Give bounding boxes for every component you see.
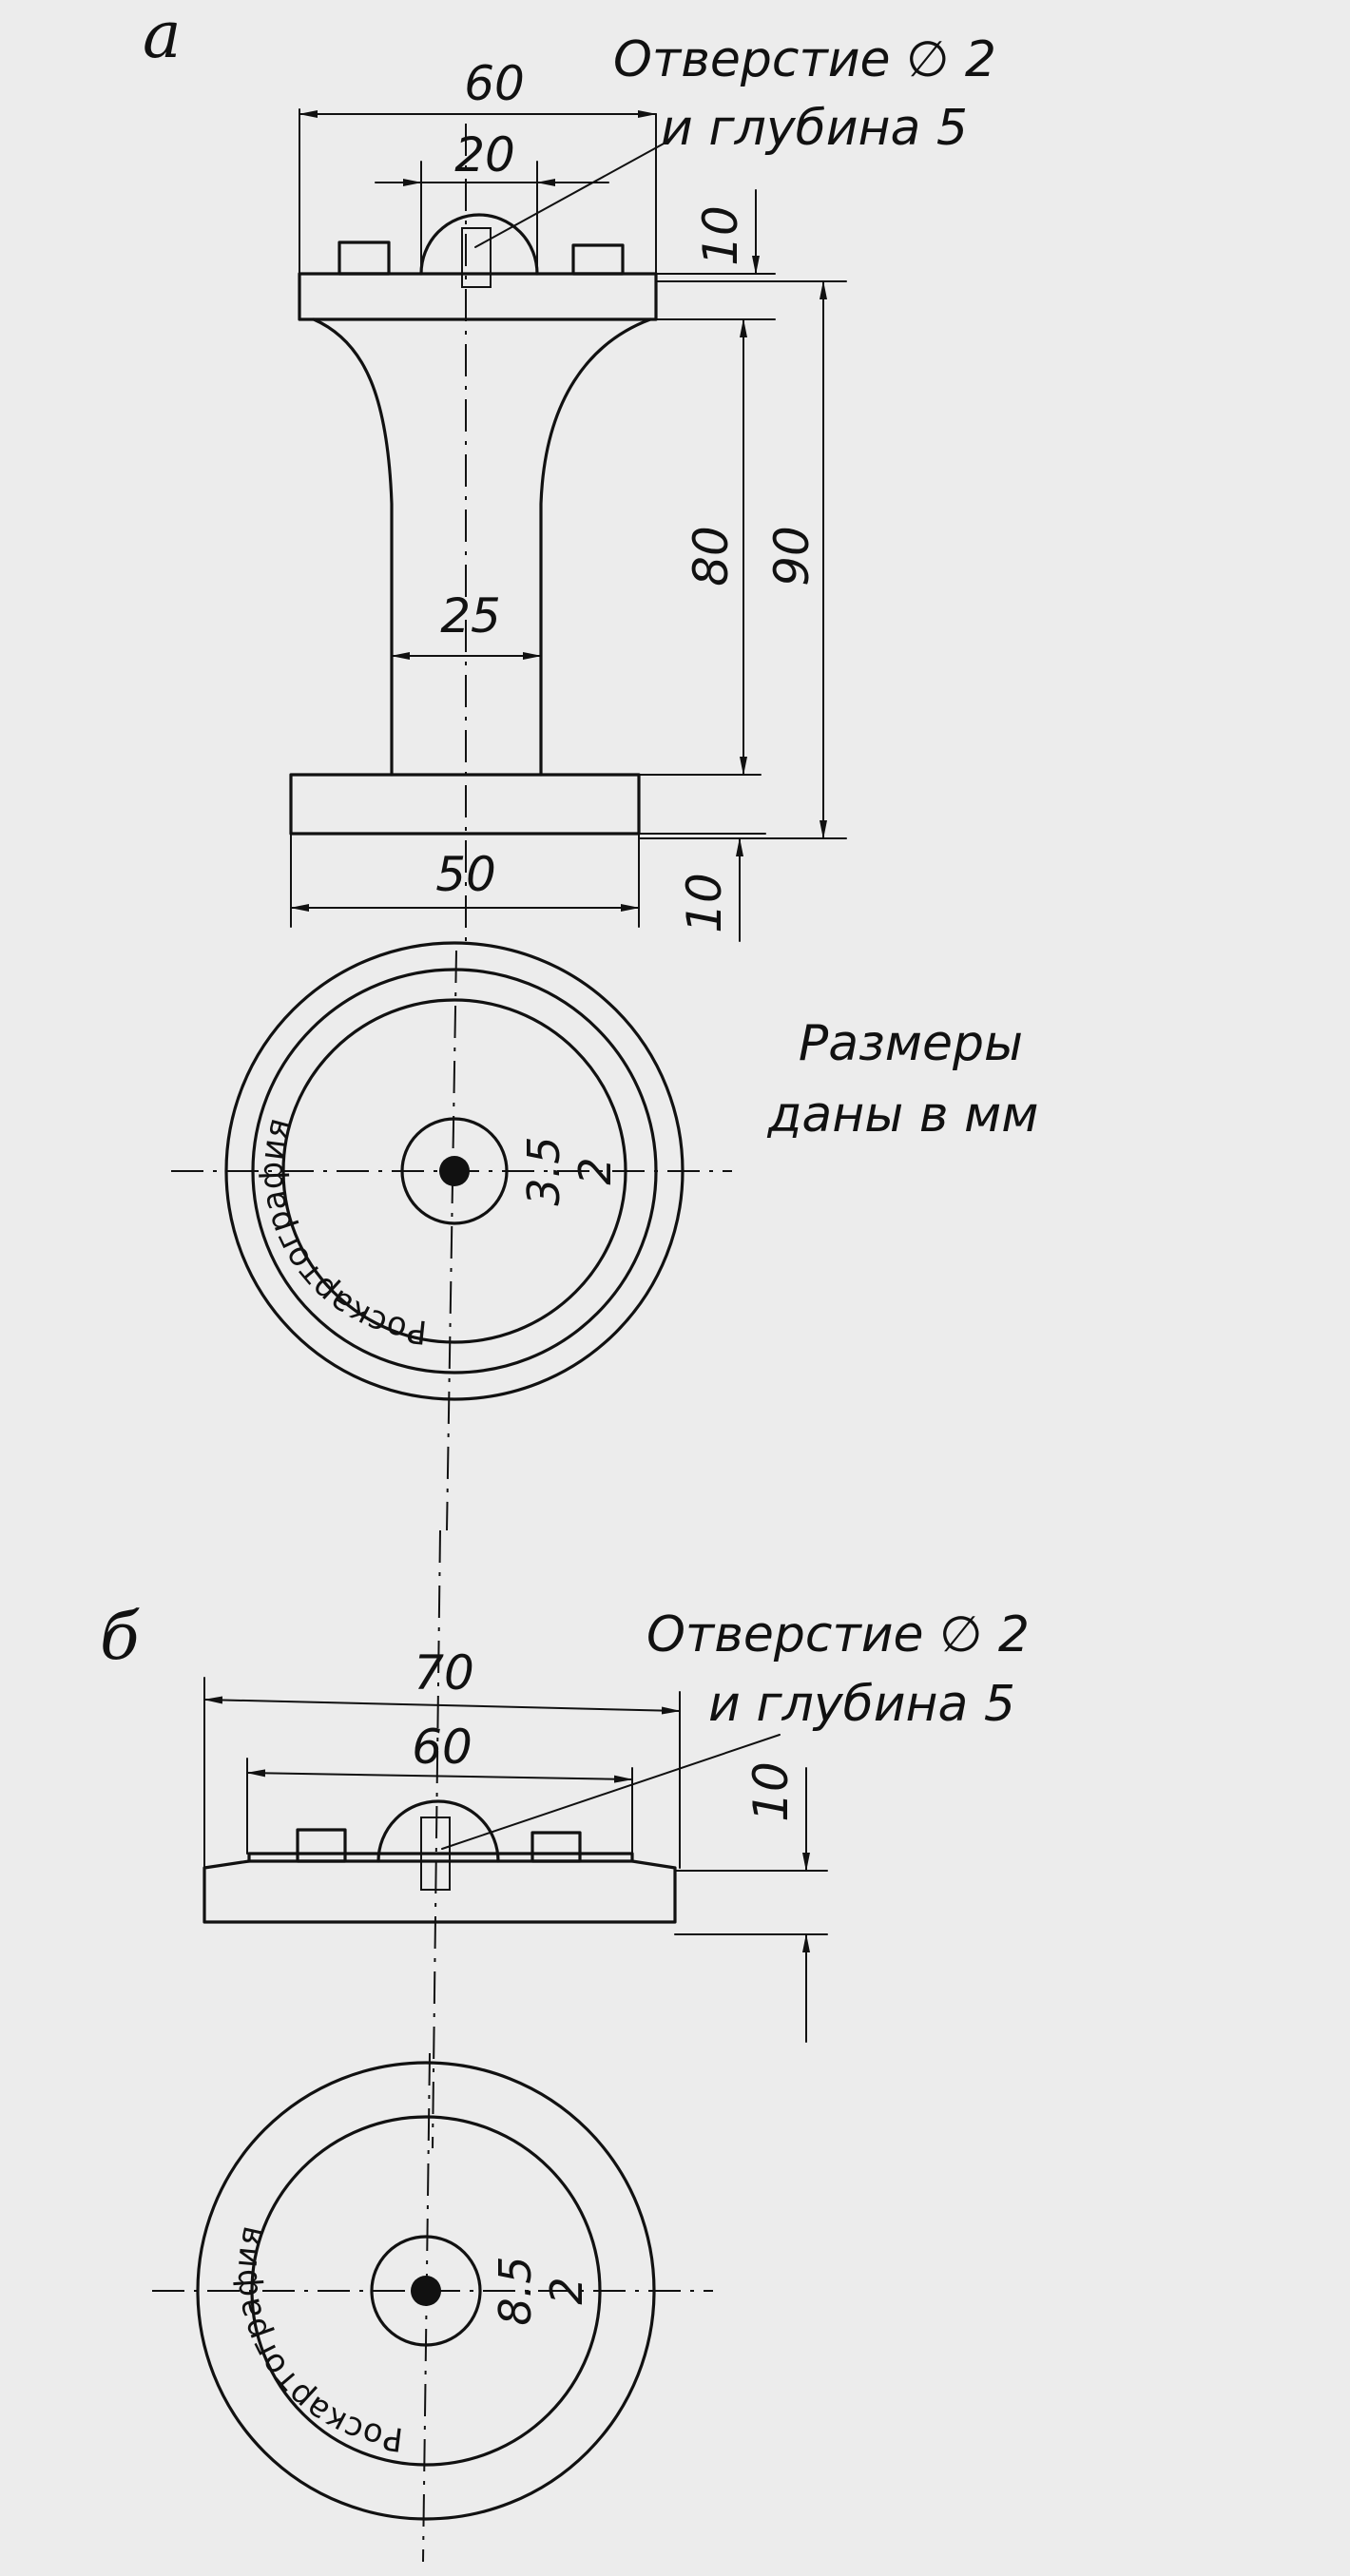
view-b-label: б bbox=[100, 1600, 140, 1675]
view-b-hole-note-1: Отверстие ∅ 2 bbox=[646, 1606, 1030, 1663]
view-a-hole-leader bbox=[474, 142, 666, 248]
units-note-1: Размеры bbox=[799, 1015, 1023, 1072]
view-a-dim-50: 50 bbox=[435, 847, 496, 902]
view-b-dim-10: 10 bbox=[743, 1761, 799, 1822]
view-b-hub-circle bbox=[370, 2235, 482, 2347]
view-b-plan: Роскартография 8.5 2 bbox=[152, 2052, 713, 2563]
view-a-stem-left bbox=[312, 317, 394, 777]
view-a-left-block bbox=[338, 240, 391, 276]
view-a-dim-60: 60 bbox=[464, 56, 525, 111]
view-a-dim-10-bottom: 10 bbox=[677, 873, 732, 933]
view-b-stamp-sub: 2 bbox=[541, 2277, 592, 2304]
view-a-hole-note-2: и глубина 5 bbox=[661, 100, 968, 157]
view-a-plan: Роскартография 3.5 2 Размеры даны в мм bbox=[171, 941, 1039, 1531]
view-a-dim-80: 80 bbox=[684, 526, 739, 586]
view-a-hub-circle bbox=[400, 1117, 509, 1225]
view-b-dim-60: 60 bbox=[412, 1720, 472, 1775]
view-b-hole bbox=[420, 1817, 451, 1891]
view-a-label: а bbox=[143, 0, 182, 73]
view-a-plan-v-axis bbox=[446, 950, 457, 1531]
view-b-inner-circle bbox=[250, 2115, 602, 2467]
view-b-stamp-text: Роскартография bbox=[226, 2222, 405, 2458]
view-b-knob bbox=[376, 1799, 500, 1863]
view-a-dim-90: 90 bbox=[764, 526, 820, 586]
view-b-right-block bbox=[530, 1831, 582, 1863]
view-b-plate bbox=[202, 1859, 677, 1924]
view-b-hole-note-2: и глубина 5 bbox=[708, 1676, 1015, 1733]
view-b-left-block bbox=[296, 1828, 347, 1863]
view-a-hole-note-1: Отверстие ∅ 2 bbox=[613, 31, 996, 88]
view-a-dim-10-top: 10 bbox=[693, 205, 748, 266]
view-b-side: б 70 60 Отверстие ∅ 2 и глубина 5 10 bbox=[100, 1529, 1030, 2149]
view-a-top-plate bbox=[298, 272, 658, 321]
view-b-dim-70: 70 bbox=[414, 1645, 474, 1701]
view-a-side: а 60 20 Отверстие ∅ 2 и глубина 5 bbox=[143, 0, 996, 951]
view-a-outer-circle bbox=[224, 941, 685, 1401]
view-a-center-dot bbox=[439, 1156, 470, 1186]
view-a-inner-circle bbox=[281, 998, 627, 1344]
view-a-knob bbox=[419, 213, 539, 276]
view-b-plate-top bbox=[247, 1852, 634, 1863]
view-b-hole-leader bbox=[441, 1734, 781, 1850]
view-b-plan-v-axis bbox=[422, 2052, 431, 2563]
view-a-stamp-number: 3.5 bbox=[518, 1136, 569, 1205]
view-a-base bbox=[289, 773, 641, 836]
view-a-hole bbox=[461, 227, 492, 288]
view-b-stamp-number: 8.5 bbox=[490, 2256, 541, 2325]
view-b-axis bbox=[432, 1529, 441, 2149]
view-a-middle-circle bbox=[251, 968, 658, 1375]
view-a-stamp-sub: 2 bbox=[569, 1157, 621, 1184]
view-a-stem-right bbox=[539, 317, 652, 777]
units-note-2: даны в мм bbox=[766, 1086, 1038, 1144]
view-a-dim-20: 20 bbox=[454, 127, 515, 183]
view-b-outer-circle bbox=[196, 2061, 656, 2521]
view-a-right-block bbox=[571, 243, 625, 276]
view-a-dim-25: 25 bbox=[440, 588, 501, 644]
view-b-center-dot bbox=[411, 2276, 441, 2306]
